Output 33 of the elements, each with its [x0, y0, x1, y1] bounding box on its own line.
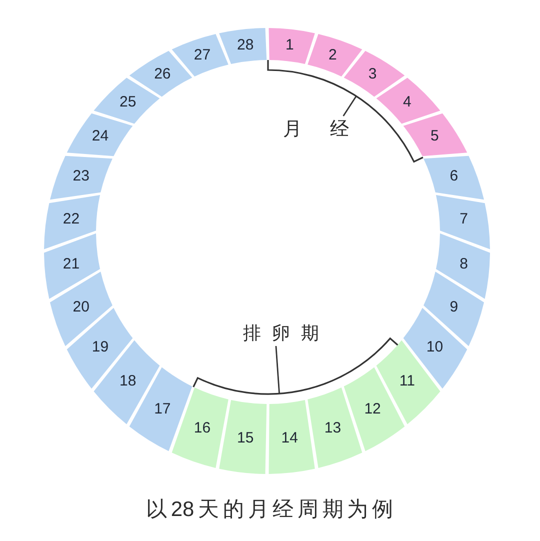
day-number: 27 — [194, 48, 211, 63]
day-number: 23 — [72, 168, 90, 184]
day-number: 14 — [281, 430, 298, 446]
leader-line — [275, 346, 280, 394]
day-number: 21 — [62, 256, 80, 272]
day-number: 18 — [120, 374, 136, 389]
day-number: 16 — [194, 420, 211, 436]
leader-line — [342, 96, 357, 116]
day-number: 8 — [460, 256, 468, 272]
day-number: 28 — [237, 38, 254, 53]
day-number: 2 — [328, 48, 337, 63]
phase-label: 月经 — [283, 118, 349, 142]
day-number: 6 — [450, 168, 458, 184]
caption: 以28天的月经周期为例 — [146, 497, 393, 523]
day-number: 25 — [120, 94, 136, 110]
day-number: 3 — [368, 66, 377, 82]
phase-label: 排卵期 — [243, 322, 319, 344]
day-number: 22 — [62, 212, 80, 227]
day-number: 4 — [402, 94, 412, 110]
day-number: 7 — [460, 212, 468, 227]
day-number: 5 — [430, 128, 439, 144]
day-number: 9 — [450, 299, 458, 314]
day-number: 17 — [154, 401, 171, 416]
day-number: 24 — [92, 128, 109, 144]
day-number: 12 — [364, 401, 381, 416]
day-number: 11 — [399, 374, 415, 389]
day-number: 26 — [154, 66, 171, 82]
day-number: 1 — [285, 38, 294, 53]
day-number: 19 — [92, 339, 109, 354]
day-number: 10 — [426, 339, 444, 354]
day-number: 13 — [324, 420, 342, 436]
day-number: 15 — [237, 430, 254, 446]
day-number: 20 — [72, 299, 90, 314]
